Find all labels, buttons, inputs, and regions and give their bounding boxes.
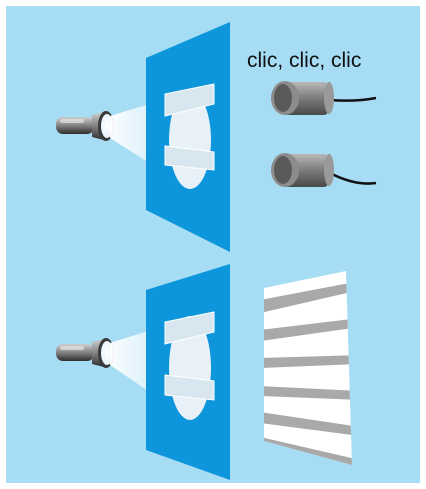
bottom-scene	[56, 264, 352, 480]
interference-pattern-icon	[264, 271, 352, 465]
double-slit-icon	[146, 22, 230, 252]
top-scene: clic, clic, clic	[56, 22, 377, 252]
detector-icon	[271, 153, 377, 187]
caption-clic: clic, clic, clic	[247, 49, 361, 72]
double-slit-icon	[146, 264, 230, 480]
detector-icon	[271, 81, 377, 115]
